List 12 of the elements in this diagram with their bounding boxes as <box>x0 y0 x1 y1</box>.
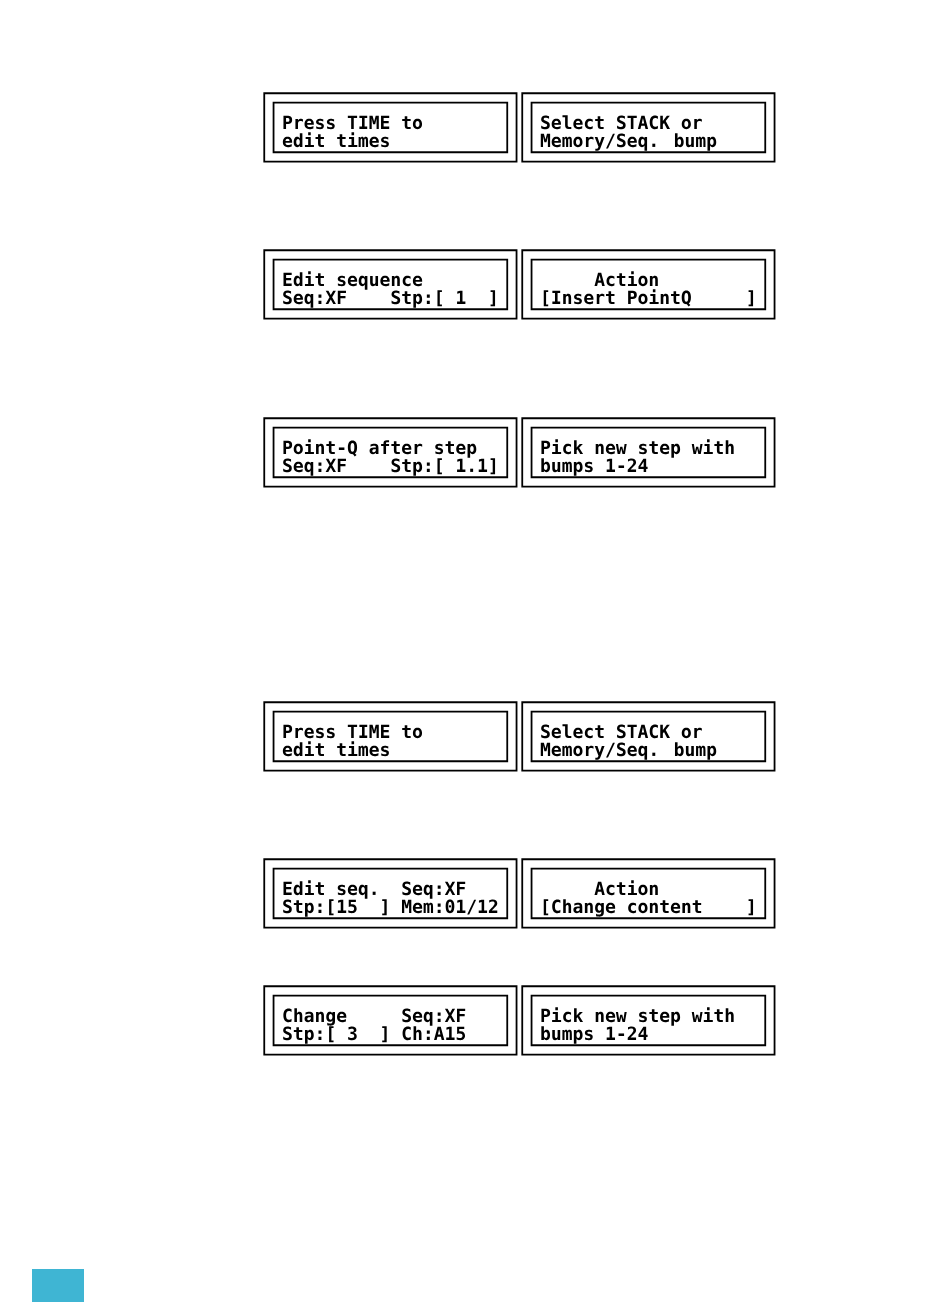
lcd-display: Pick new step with bumps 1-24 <box>521 985 776 1056</box>
lcd-display: Edit sequence Seq:XF Stp:[ 1 ] <box>263 249 518 320</box>
lcd-display: Action [Change content ] <box>521 858 776 929</box>
lcd-display: Select STACK or Memory/Seq. bump <box>521 92 776 163</box>
lcd-display: Select STACK or Memory/Seq. bump <box>521 701 776 772</box>
lcd-display: Edit seq. Seq:XF Stp:[15 ] Mem:01/12 <box>263 858 518 929</box>
lcd-display: Action [Insert PointQ ] <box>521 249 776 320</box>
lcd-display: Press TIME to edit times <box>263 92 518 163</box>
lcd-display: Change Seq:XF Stp:[ 3 ] Ch:A15 <box>263 985 518 1056</box>
lcd-display: Pick new step with bumps 1-24 <box>521 417 776 488</box>
lcd-display: Press TIME to edit times <box>263 701 518 772</box>
lcd-display: Point-Q after step Seq:XF Stp:[ 1.1] <box>263 417 518 488</box>
